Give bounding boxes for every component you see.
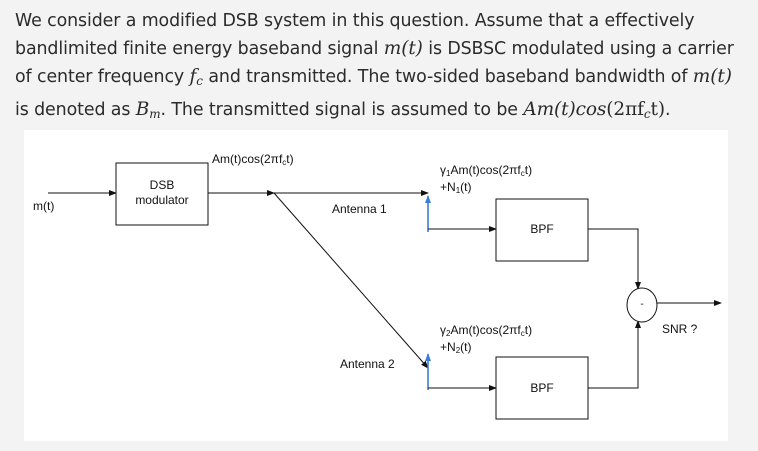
question-part-4: is denoted as: [15, 99, 136, 120]
bpf-1-box: [495, 198, 589, 262]
bpf-2-to-combiner: [588, 320, 641, 389]
bpf-2-box: [495, 356, 589, 420]
block-diagram: m(t) DSB modulator Am(t)cos(2πfct) Anten…: [24, 130, 728, 441]
math-fc: fc: [189, 66, 203, 89]
output-label: SNR ?: [662, 322, 698, 336]
tx-signal-label: Am(t)cos(2πfct): [212, 153, 294, 169]
rx-1-noise-b: (t): [460, 180, 472, 194]
math-bm-b: B: [135, 98, 150, 120]
math-m-of-t-2: m(t): [692, 66, 732, 88]
math-fc-f: f: [189, 66, 197, 88]
rx-1-noise-sub: 1: [455, 186, 461, 195]
rx-2-gamma: γ: [440, 323, 446, 337]
rx-2-sub: c: [520, 329, 525, 338]
rx-1-noise: +N1(t): [440, 181, 532, 197]
rx-1-signal: γ1Am(t)cos(2πfct): [440, 164, 532, 180]
math-tx-c: t): [650, 98, 666, 120]
rx-1-label: γ1Am(t)cos(2πfct) +N1(t): [440, 164, 532, 197]
math-bm: Bm: [135, 98, 161, 121]
tx-signal-label-b: t): [286, 152, 294, 166]
rx-1-a: Am(t)cos(2πf: [450, 163, 521, 177]
math-tx-signal: Am(t)cos(2πfct): [523, 98, 666, 121]
question-part-1: We consider a modified DSB system in thi…: [15, 11, 695, 60]
rx-2-noise: +N2(t): [440, 341, 532, 357]
rx-1-gamma-sub: 1: [446, 169, 451, 178]
math-bm-sub: m: [149, 106, 161, 121]
question-text: We consider a modified DSB system in thi…: [15, 8, 750, 128]
dsb-modulator-box: [115, 162, 209, 226]
math-m-of-t: m(t): [383, 38, 423, 60]
dsb-modulator-label: DSB modulator: [116, 179, 208, 207]
rx-2-noise-sub: 2: [455, 346, 461, 355]
dsb-modulator-line2: modulator: [135, 193, 189, 207]
tx-signal-label-a: Am(t)cos(2πf: [212, 152, 283, 166]
tx-signal-label-sub: c: [282, 158, 287, 167]
input-label: m(t): [33, 199, 55, 213]
rx-2-label: γ2Am(t)cos(2πfct) +N2(t): [440, 324, 532, 357]
rx-2-noise-b: (t): [460, 340, 472, 354]
question-part-6: .: [664, 99, 671, 120]
question-part-3: and transmitted. The two-sided baseband …: [202, 67, 693, 88]
rx-2-a: Am(t)cos(2πf: [450, 323, 521, 337]
bpf-2-label: BPF: [530, 381, 554, 395]
rx-1-b: t): [524, 163, 533, 177]
dsb-modulator-line1: DSB: [149, 178, 175, 192]
math-tx-a: Am(t): [523, 98, 576, 120]
question-part-5: . The transmitted signal is assumed to b…: [160, 99, 524, 120]
math-tx-b: (2πf: [606, 98, 644, 120]
math-tx-cos: cos: [575, 98, 607, 120]
combiner-circle: [626, 287, 658, 323]
antenna-2-label: Antenna 2: [340, 357, 395, 371]
question-part-2: is DSBSC modulated using a carrier of ce…: [15, 39, 734, 88]
bpf-1-label: BPF: [530, 222, 554, 236]
diagram-lines: [48, 162, 722, 420]
math-tx-sub: c: [643, 106, 651, 121]
rx-2-noise-a: +N: [440, 340, 456, 354]
rx-2-signal: γ2Am(t)cos(2πfct): [440, 324, 532, 340]
rx-2-b: t): [524, 323, 533, 337]
antenna-1-label: Antenna 1: [332, 202, 387, 216]
tx-diagonal: [273, 192, 429, 369]
rx-1-gamma: γ: [440, 163, 446, 177]
rx-1-noise-a: +N: [440, 180, 456, 194]
rx-2-gamma-sub: 2: [446, 329, 451, 338]
rx-1-sub: c: [520, 169, 525, 178]
math-fc-sub: c: [196, 74, 203, 89]
combiner-symbol: -: [640, 299, 644, 310]
bpf-1-to-combiner: [588, 228, 641, 290]
